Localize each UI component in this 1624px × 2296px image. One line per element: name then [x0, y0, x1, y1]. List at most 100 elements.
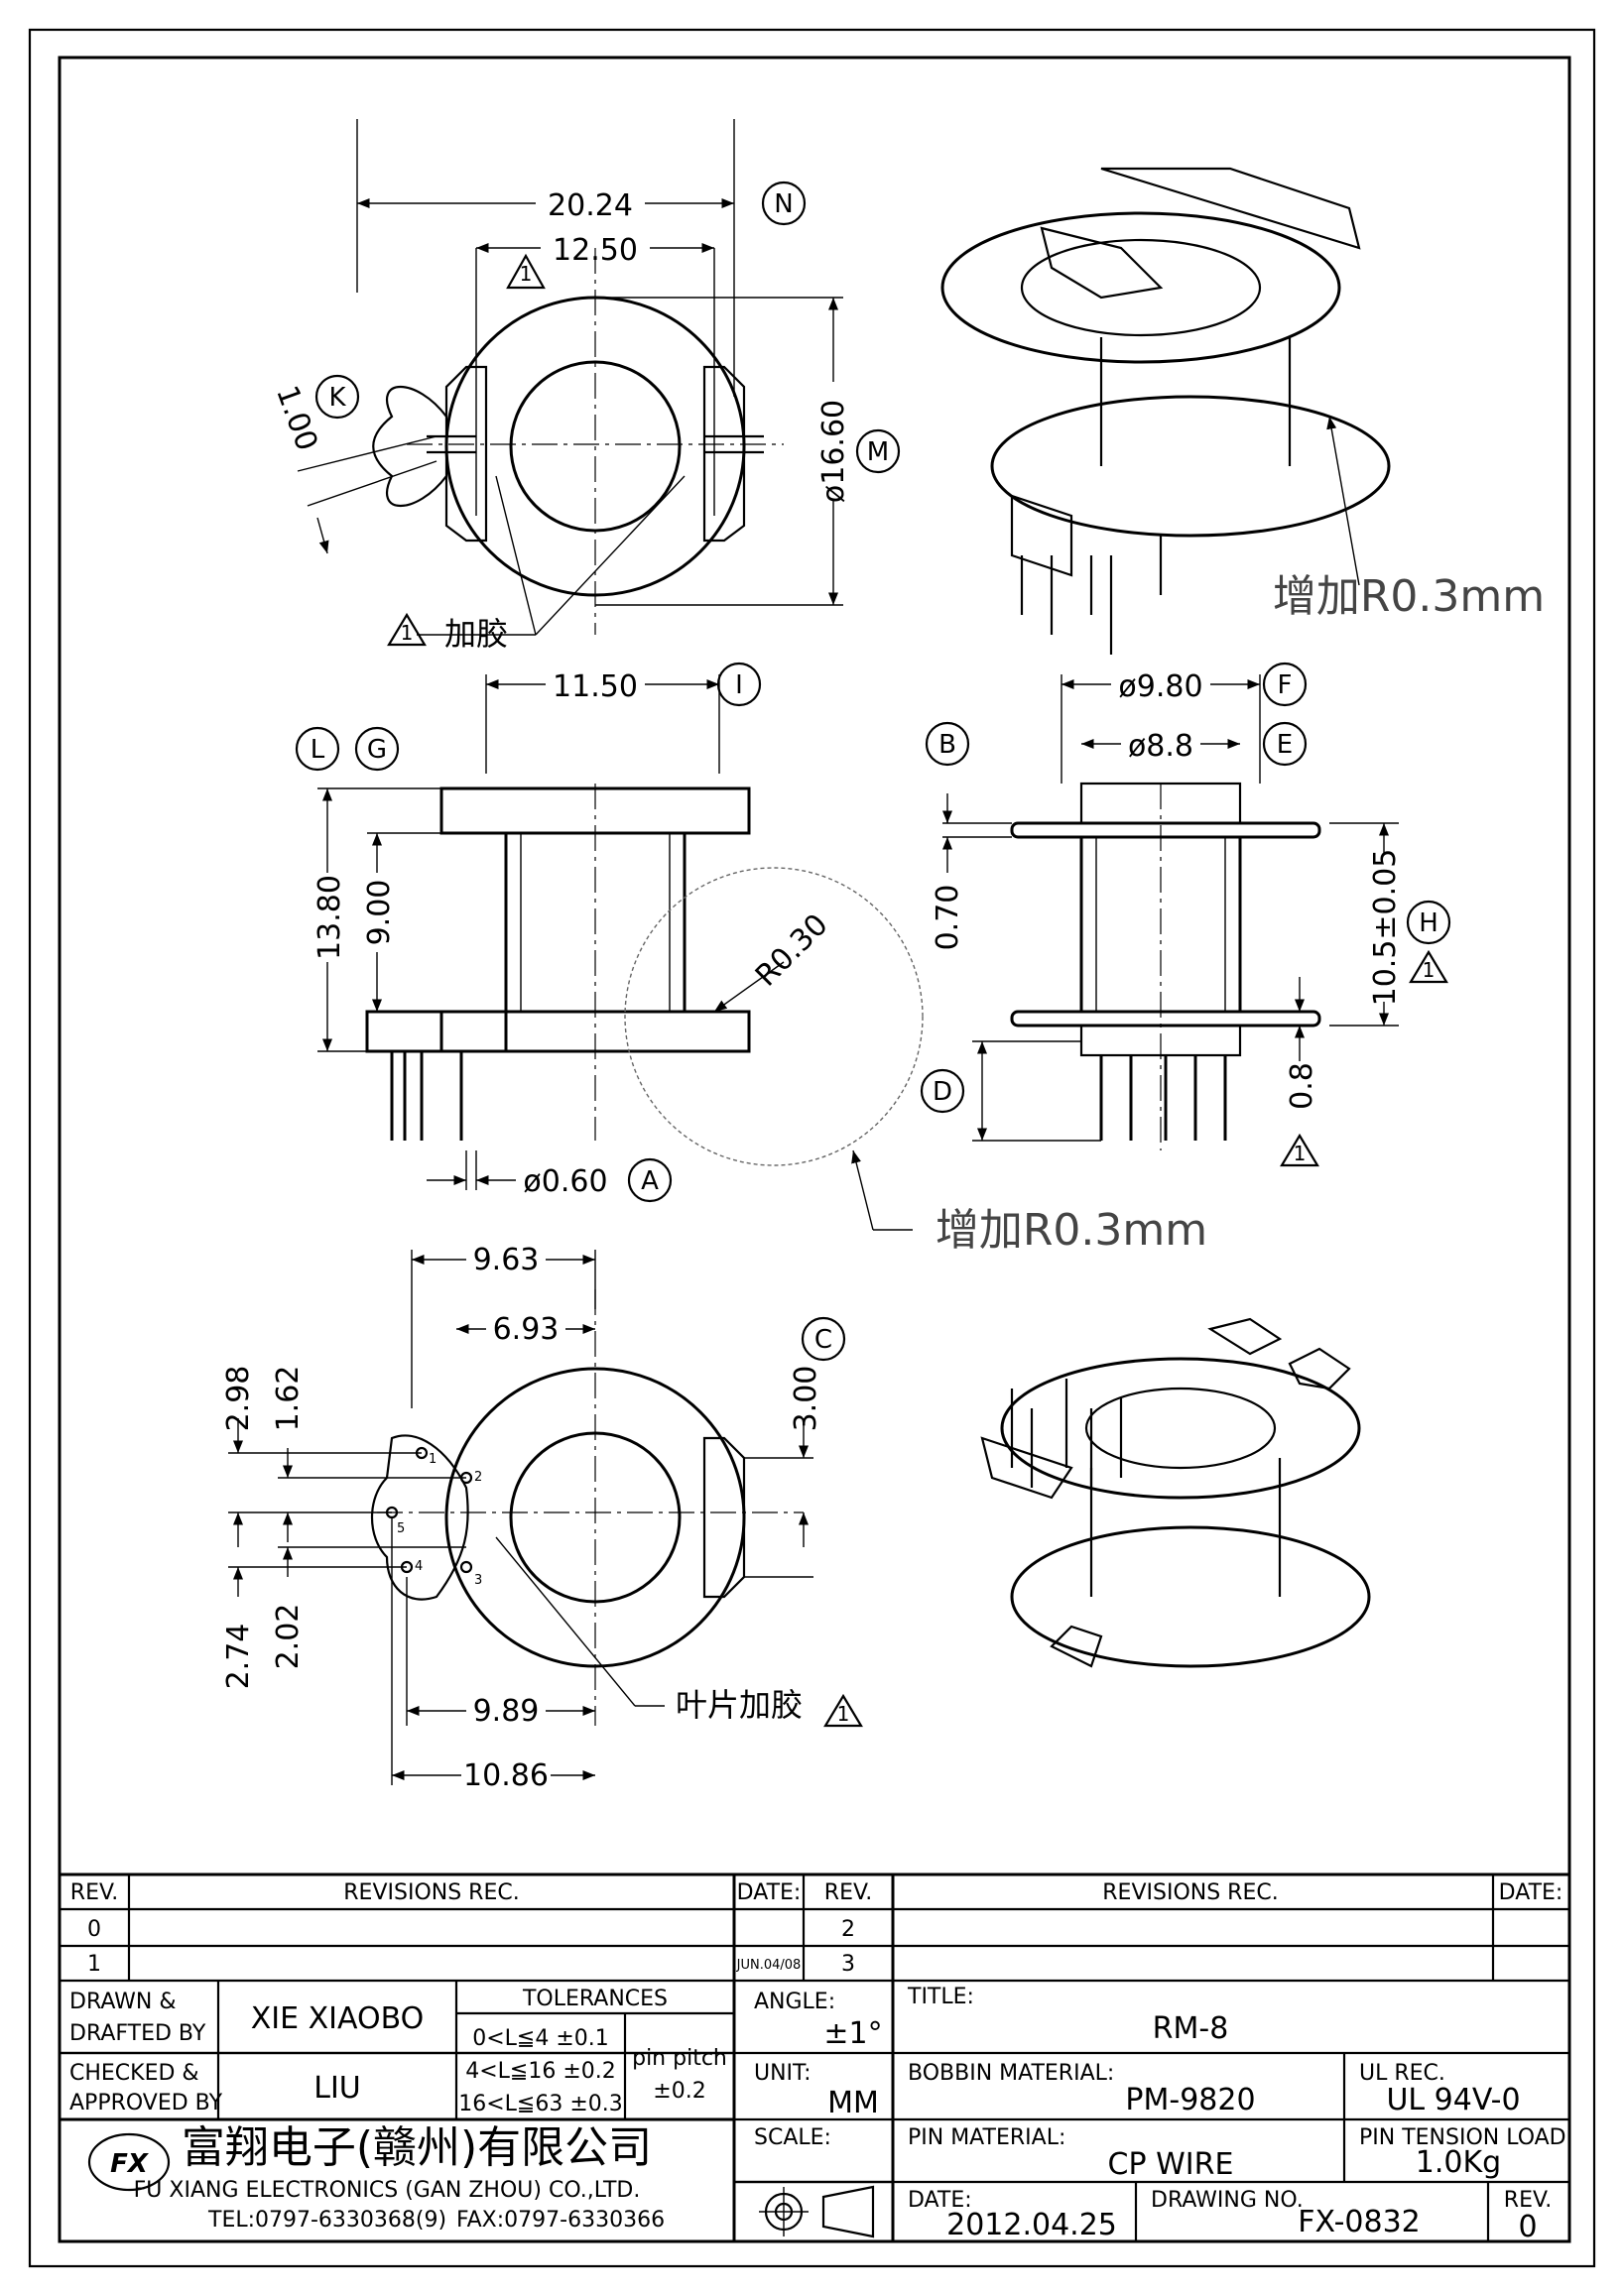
pin-material-label: PIN MATERIAL:: [908, 2125, 1065, 2150]
scale-label: SCALE:: [754, 2125, 831, 2150]
dim-9-89: 9.89: [473, 1694, 540, 1729]
title-label: TITLE:: [907, 1985, 974, 2009]
company-tel: TEL:0797-6330368(9): [207, 2208, 446, 2233]
bobbin-material-label: BOBBIN MATERIAL:: [908, 2061, 1114, 2086]
label-i: I: [735, 670, 743, 700]
rev-header-left: REV.: [70, 1880, 118, 1905]
iso-view-top: 增加R0.3mm: [940, 167, 1545, 655]
tolerance-row-2: 4<L≦16 ±0.2: [465, 2059, 616, 2084]
bobbin-material-value: PM-9820: [1125, 2083, 1255, 2117]
svg-text:3: 3: [474, 1573, 482, 1588]
label-h: H: [1419, 908, 1438, 938]
label-n-circle: [761, 181, 807, 226]
pin-tension-value: 1.0Kg: [1416, 2145, 1501, 2180]
detail-circle: [624, 867, 924, 1166]
svg-text:1: 1: [429, 1452, 437, 1467]
dim-10-5: 10.5±0.05: [1368, 849, 1403, 1007]
checked-value: LIU: [313, 2071, 361, 2106]
company-logo-icon: [87, 2132, 171, 2192]
glue-note: 加胶: [444, 615, 508, 653]
rev-header-right: REV.: [824, 1880, 872, 1905]
svg-text:1: 1: [837, 1702, 850, 1726]
pin-tension-label: PIN TENSION LOAD:: [1359, 2125, 1573, 2150]
title-value: RM-8: [1153, 2011, 1229, 2046]
svg-text:1: 1: [1423, 958, 1436, 982]
tolerance-row-1: 0<L≦4 ±0.1: [472, 2026, 609, 2051]
dim-13-80: 13.80: [312, 875, 347, 960]
rev-triangle: [506, 253, 546, 290]
pin-block: [372, 385, 447, 508]
unit-label: UNIT:: [754, 2061, 811, 2086]
label-e: E: [1277, 730, 1293, 760]
revisions-header-left: REVISIONS REC.: [343, 1880, 519, 1905]
dim-20-24: 20.24: [548, 188, 633, 223]
drawing-no-label: DRAWING NO.: [1151, 2188, 1304, 2213]
date-header-right: DATE:: [1499, 1880, 1563, 1905]
dim-10-86: 10.86: [463, 1758, 549, 1793]
iso-view-bottom: [980, 1317, 1371, 1668]
svg-text:1: 1: [401, 621, 414, 645]
pin-pitch-label: pin pitch: [632, 2046, 727, 2071]
rev-value: 0: [1518, 2210, 1537, 2244]
date-header-left: DATE:: [737, 1880, 802, 1905]
drawn-label-2: DRAFTED BY: [69, 2021, 206, 2046]
rev-row-2: 2: [841, 1917, 855, 1942]
company-cn: 富翔电子(赣州)有限公司: [182, 2122, 652, 2173]
dim-2-02: 2.02: [271, 1604, 306, 1670]
dim-0-70: 0.70: [931, 885, 965, 951]
company-en: FU XIANG ELECTRONICS (GAN ZHOU) CO.,LTD.: [134, 2178, 641, 2203]
label-n: N: [774, 189, 793, 219]
checked-label-2: APPROVED BY: [69, 2091, 223, 2115]
drawn-label-1: DRAWN &: [69, 1990, 177, 2014]
rev-date-1: JUN.04/08: [736, 1958, 802, 1973]
dim-2-74: 2.74: [221, 1624, 256, 1690]
dim-pin-0-60: ø0.60: [523, 1164, 607, 1199]
label-g: G: [367, 735, 387, 765]
dim-9-63: 9.63: [473, 1243, 540, 1277]
rev-row-0: 0: [87, 1917, 101, 1942]
dim-1-62: 1.62: [271, 1366, 306, 1432]
company-fax: FAX:0797-6330366: [456, 2208, 665, 2233]
blade-glue-note: 叶片加胶: [676, 1686, 803, 1724]
date-value: 2012.04.25: [946, 2208, 1117, 2242]
revisions-header-right: REVISIONS REC.: [1102, 1880, 1278, 1905]
radius-note-mid: 增加R0.3mm: [936, 1205, 1207, 1256]
label-m: M: [867, 437, 889, 467]
rev-label: REV.: [1504, 2188, 1552, 2213]
dim-0-8: 0.8: [1285, 1062, 1319, 1110]
svg-text:1: 1: [520, 262, 533, 286]
bottom-view: 9.63 6.93 1 2 3 4 5 2.98 1.62 3.00: [221, 1243, 863, 1793]
outer-border: [28, 28, 1596, 2268]
dim-9-00: 9.00: [362, 880, 397, 946]
pin-pitch-value: ±0.2: [653, 2079, 705, 2104]
side-view: ø9.80 F ø8.8 E B 0.70 10.5±0.05: [920, 662, 1451, 1167]
angle-label: ANGLE:: [754, 1990, 835, 2014]
dim-r0-30: R0.30: [749, 907, 835, 994]
right-slot: [702, 365, 746, 543]
dim-8-8: ø8.8: [1128, 729, 1193, 764]
label-b: B: [938, 730, 956, 760]
label-c: C: [814, 1325, 832, 1355]
unit-value: MM: [827, 2086, 879, 2120]
dim-diameter-16-60: ø16.60: [816, 400, 851, 503]
date-label: DATE:: [908, 2188, 972, 2213]
drawing-no-value: FX-0832: [1298, 2205, 1421, 2239]
front-view: 11.50 I L G 13.80 9.00 R0.30 增加R0.3mm: [295, 662, 1207, 1256]
svg-text:5: 5: [397, 1521, 405, 1536]
label-d: D: [933, 1077, 952, 1107]
checked-label-1: CHECKED &: [69, 2061, 199, 2086]
label-k: K: [328, 383, 346, 413]
left-slot: [444, 365, 488, 543]
label-f: F: [1278, 670, 1293, 700]
logo-text: FX: [110, 2149, 150, 2179]
dim-3-00: 3.00: [789, 1366, 823, 1432]
rev-row-1: 1: [87, 1952, 101, 1977]
drawn-value: XIE XIAOBO: [251, 2001, 425, 2036]
dim-9-80: ø9.80: [1118, 669, 1202, 704]
label-l: L: [311, 735, 325, 765]
bottom-pin-block: [370, 1434, 469, 1601]
svg-text:2: 2: [474, 1470, 482, 1485]
svg-text:4: 4: [415, 1559, 423, 1574]
